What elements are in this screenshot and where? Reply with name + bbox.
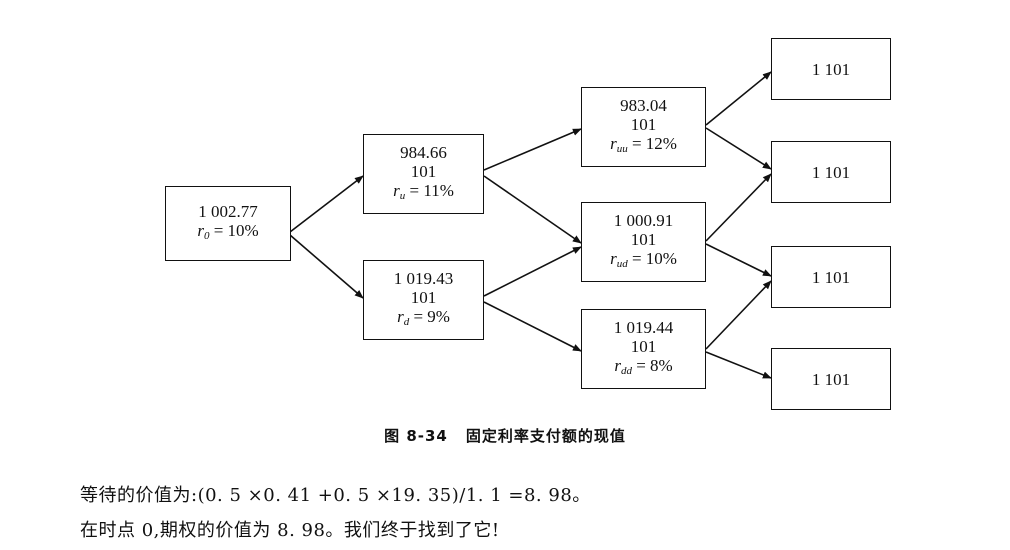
figure-caption: 图 8-34 固定利率支付额的现值 bbox=[0, 425, 1010, 446]
node-root: 1 002.77 r0 = 10% bbox=[165, 186, 291, 261]
node-dd-payment: 101 bbox=[630, 336, 657, 356]
edge-ud-t2 bbox=[705, 173, 772, 242]
node-terminal-1-value: 1 101 bbox=[811, 59, 851, 79]
node-up-rate: ru = 11% bbox=[393, 180, 454, 202]
node-uu-value: 983.04 bbox=[620, 95, 667, 115]
edge-down-dd bbox=[483, 301, 582, 352]
edge-root-up bbox=[289, 175, 364, 233]
figure-number: 图 8-34 bbox=[384, 427, 448, 445]
node-up: 984.66 101 ru = 11% bbox=[363, 134, 484, 214]
node-ud-payment: 101 bbox=[630, 229, 657, 249]
edge-root-down bbox=[289, 234, 364, 299]
node-up-payment: 101 bbox=[410, 161, 437, 181]
node-uu-payment: 101 bbox=[630, 114, 657, 134]
node-terminal-4-value: 1 101 bbox=[811, 369, 851, 389]
node-dd: 1 019.44 101 rdd = 8% bbox=[581, 309, 706, 389]
node-terminal-3: 1 101 bbox=[771, 246, 891, 308]
body-line-2: 在时点 0,期权的价值为 8. 98。我们终于找到了它! bbox=[80, 520, 500, 541]
node-ud-rate: rud = 10% bbox=[610, 248, 677, 270]
edge-up-uu bbox=[483, 128, 582, 171]
node-dd-value: 1 019.44 bbox=[613, 317, 674, 337]
node-ud: 1 000.91 101 rud = 10% bbox=[581, 202, 706, 282]
node-terminal-4: 1 101 bbox=[771, 348, 891, 410]
node-root-rate: r0 = 10% bbox=[197, 220, 259, 242]
node-down: 1 019.43 101 rd = 9% bbox=[363, 260, 484, 340]
node-terminal-2: 1 101 bbox=[771, 141, 891, 203]
edge-dd-t3 bbox=[705, 280, 772, 350]
node-root-value: 1 002.77 bbox=[198, 201, 258, 221]
edge-dd-t4 bbox=[705, 351, 772, 379]
node-terminal-3-value: 1 101 bbox=[811, 267, 851, 287]
edge-uu-t2 bbox=[705, 127, 772, 170]
edge-uu-t1 bbox=[705, 71, 772, 126]
node-dd-rate: rdd = 8% bbox=[614, 355, 673, 377]
figure-title: 固定利率支付额的现值 bbox=[465, 427, 626, 445]
body-line-1: 等待的价值为:(0. 5 ×0. 41 +0. 5 ×19. 35)/1. 1 … bbox=[80, 485, 591, 506]
node-terminal-2-value: 1 101 bbox=[811, 162, 851, 182]
node-down-payment: 101 bbox=[410, 287, 437, 307]
node-uu: 983.04 101 ruu = 12% bbox=[581, 87, 706, 167]
node-uu-rate: ruu = 12% bbox=[610, 133, 677, 155]
node-ud-value: 1 000.91 bbox=[613, 210, 674, 230]
node-up-value: 984.66 bbox=[400, 142, 447, 162]
node-terminal-1: 1 101 bbox=[771, 38, 891, 100]
node-down-rate: rd = 9% bbox=[397, 306, 450, 328]
edge-down-ud bbox=[483, 246, 582, 297]
node-down-value: 1 019.43 bbox=[393, 268, 454, 288]
edge-up-ud bbox=[483, 175, 582, 244]
edge-ud-t3 bbox=[705, 243, 772, 277]
